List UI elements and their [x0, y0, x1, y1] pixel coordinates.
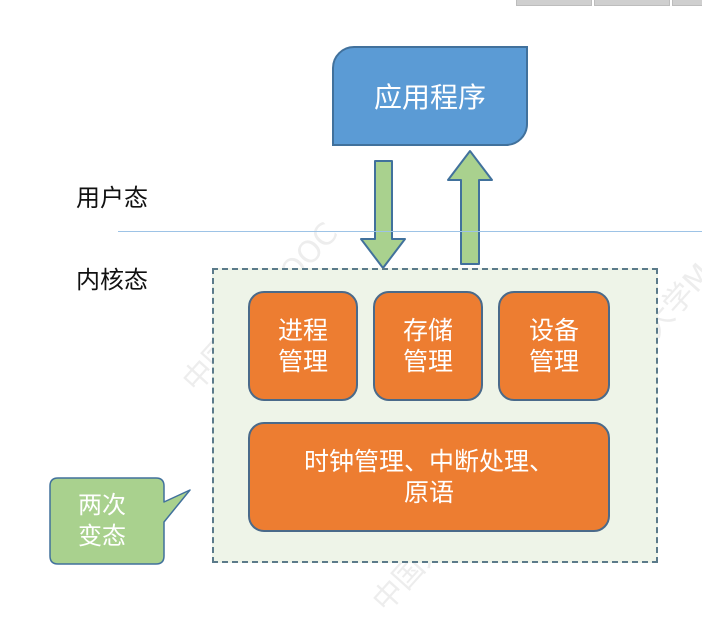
arrow-down — [360, 160, 406, 269]
top-tab-3 — [672, 0, 702, 6]
kernel-mode-label: 内核态 — [76, 266, 148, 294]
device-management-box: 设备 管理 — [498, 291, 610, 401]
storage-management-box: 存储 管理 — [373, 291, 483, 401]
arrow-up — [447, 150, 493, 265]
callout-text: 两次 变态 — [50, 478, 168, 564]
user-mode-label: 用户态 — [76, 184, 148, 212]
mode-divider — [118, 231, 702, 232]
device-line-1: 设备 — [528, 316, 579, 345]
bottom-line-1: 时钟管理、中断处理、 — [303, 447, 554, 476]
top-tab-2 — [594, 0, 670, 6]
application-box: 应用程序 — [332, 46, 528, 146]
application-label: 应用程序 — [373, 81, 486, 114]
callout-line-1: 两次 — [78, 491, 126, 519]
top-tab-1 — [516, 0, 592, 6]
storage-line-2: 管理 — [402, 347, 453, 376]
callout-shape — [49, 477, 191, 565]
bottom-line-2: 原语 — [403, 478, 454, 507]
callout-line-2: 变态 — [78, 522, 126, 550]
process-line-2: 管理 — [277, 347, 328, 376]
clock-interrupt-primitive-box: 时钟管理、中断处理、 原语 — [248, 422, 610, 532]
process-line-1: 进程 — [277, 316, 328, 345]
device-line-2: 管理 — [528, 347, 579, 376]
arrows — [360, 150, 493, 269]
storage-line-1: 存储 — [402, 316, 453, 345]
process-management-box: 进程 管理 — [248, 291, 358, 401]
